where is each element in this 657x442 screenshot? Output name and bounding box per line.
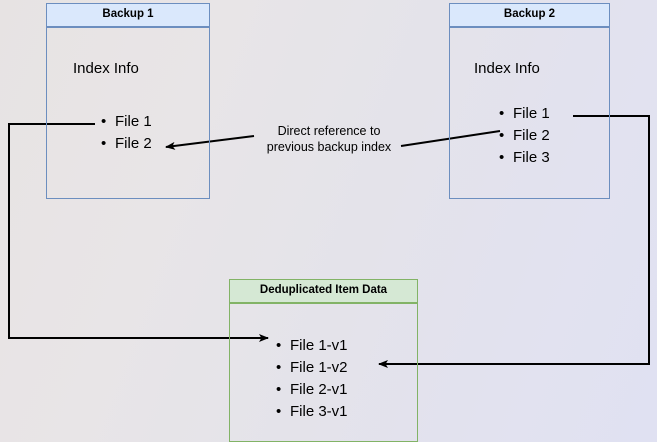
backup-2-item-2-label: File 3	[513, 149, 550, 166]
node-backup-2-body: Index Info File 1 File 2 File 3	[449, 27, 610, 199]
edge-annotation-to-backup1-file2	[165, 135, 255, 150]
node-backup-1[interactable]: Backup 1 Index Info File 1 File 2	[46, 3, 210, 199]
list-item[interactable]: File 1-v1	[276, 335, 348, 357]
node-backup-2-header: Backup 2	[449, 3, 610, 27]
list-item[interactable]: File 3-v1	[276, 401, 348, 423]
node-backup-1-body: Index Info File 1 File 2	[46, 27, 210, 199]
list-item[interactable]: File 2	[499, 125, 550, 147]
edge-backup1-file1-to-dedup	[8, 123, 269, 342]
node-backup-1-header: Backup 1	[46, 3, 210, 27]
backup-1-item-1-label: File 2	[115, 135, 152, 152]
list-item[interactable]: File 1-v2	[276, 357, 348, 379]
node-deduplicated-item-data[interactable]: Deduplicated Item Data File 1-v1 File 1-…	[229, 279, 418, 442]
dedup-item-1-label: File 1-v2	[290, 359, 348, 376]
node-dedup-header: Deduplicated Item Data	[229, 279, 418, 303]
backup-1-file-list: File 1 File 2	[101, 111, 152, 155]
backup-2-index-info-label: Index Info	[474, 60, 540, 77]
annotation-direct-reference: Direct reference to previous backup inde…	[266, 124, 392, 154]
list-item[interactable]: File 2-v1	[276, 379, 348, 401]
edge-backup2-file1-to-dedup	[378, 115, 650, 368]
list-item[interactable]: File 2	[101, 133, 152, 155]
list-item[interactable]: File 1	[499, 103, 550, 125]
dedup-item-2-label: File 2-v1	[290, 381, 348, 398]
node-backup-2-title: Backup 2	[503, 8, 556, 21]
list-item[interactable]: File 1	[101, 111, 152, 133]
backup-2-file-list: File 1 File 2 File 3	[499, 103, 550, 169]
node-backup-2[interactable]: Backup 2 Index Info File 1 File 2 File 3	[449, 3, 610, 199]
dedup-item-0-label: File 1-v1	[290, 337, 348, 354]
dedup-item-3-label: File 3-v1	[290, 403, 348, 420]
backup-1-index-info-label: Index Info	[73, 60, 139, 77]
backup-1-item-0-label: File 1	[115, 113, 152, 130]
backup-2-item-0-label: File 1	[513, 105, 550, 122]
node-dedup-title: Deduplicated Item Data	[259, 284, 388, 297]
node-backup-1-title: Backup 1	[102, 8, 154, 21]
list-item[interactable]: File 3	[499, 147, 550, 169]
edge-backup2-file2-to-annotation	[400, 130, 501, 147]
backup-2-item-1-label: File 2	[513, 127, 550, 144]
dedup-file-list: File 1-v1 File 1-v2 File 2-v1 File 3-v1	[276, 335, 348, 423]
node-dedup-body: File 1-v1 File 1-v2 File 2-v1 File 3-v1	[229, 303, 418, 442]
